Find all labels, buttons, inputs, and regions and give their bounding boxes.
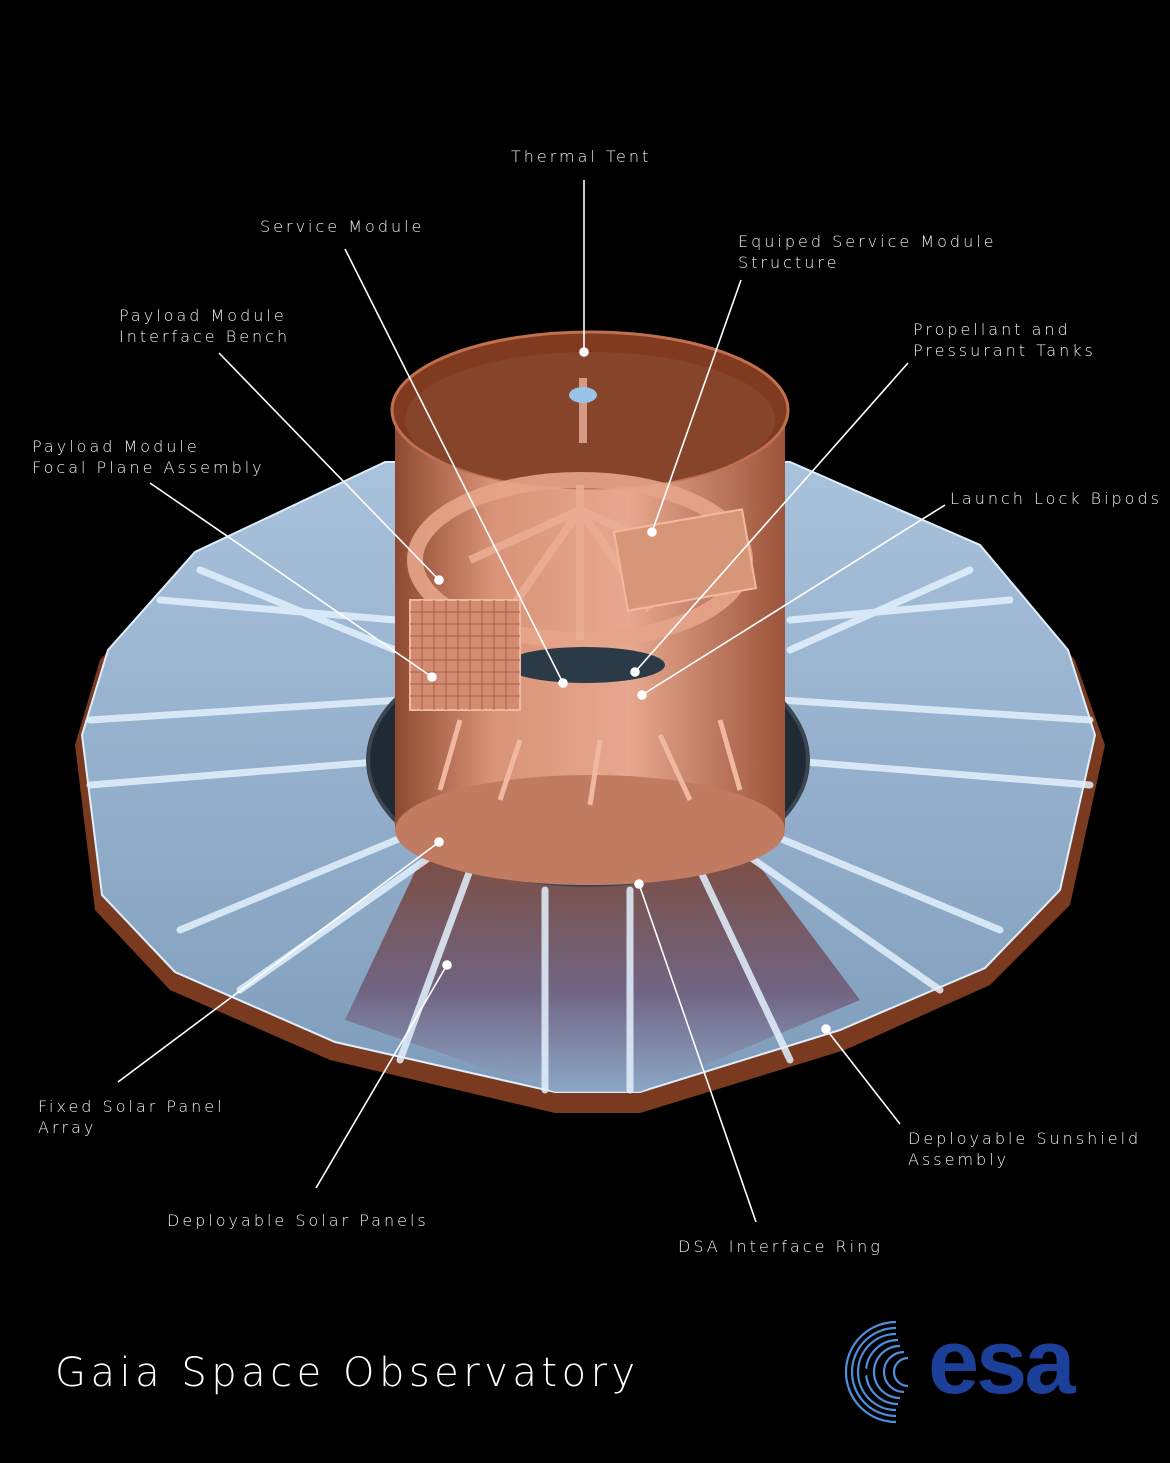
label-equipped-service-module-structure: Equiped Service Module Structure: [738, 232, 997, 272]
label-payload-module-focal-plane-assembly: Payload Module Focal Plane Assembly: [32, 437, 265, 477]
label-thermal-tent: Thermal Tent: [511, 147, 652, 166]
label-service-module: Service Module: [260, 217, 425, 236]
label-deployable-sunshield-assembly: Deployable Sunshield Assembly: [908, 1129, 1142, 1169]
label-propellant-and-pressurant-tanks: Propellant and Pressurant Tanks: [913, 320, 1096, 360]
esa-logo-text: esa: [928, 1311, 1075, 1413]
esa-logo: esa: [836, 1311, 1138, 1426]
label-payload-module-interface-bench: Payload Module Interface Bench: [119, 306, 291, 346]
label-fixed-solar-panel-array: Fixed Solar Panel Array: [38, 1097, 225, 1137]
label-launch-lock-bipods: Launch Lock Bipods: [950, 489, 1162, 508]
spacecraft-body: [390, 330, 790, 885]
esa-swirl-logo-icon: [844, 1320, 909, 1424]
page-title: Gaia Space Observatory: [55, 1350, 640, 1396]
label-deployable-solar-panels: Deployable Solar Panels: [167, 1211, 429, 1230]
leader-lines: [117, 180, 946, 1223]
label-dsa-interface-ring: DSA Interface Ring: [678, 1237, 883, 1256]
